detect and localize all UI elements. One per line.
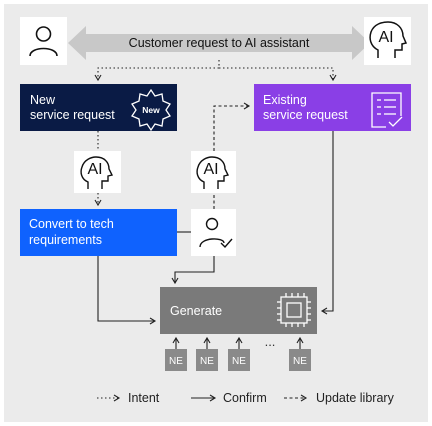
banner-label: Customer request to AI assistant (129, 36, 310, 50)
user-icon (20, 17, 67, 65)
ne-box: NE (196, 349, 218, 371)
generate-label: Generate (170, 304, 222, 318)
checklist-icon (371, 92, 403, 128)
legend-confirm: Confirm (223, 391, 267, 405)
ai-head-text: AI (203, 161, 218, 178)
intent-lines (94, 60, 337, 82)
new-service-request-box: New service request New (20, 84, 177, 132)
svg-text:NE: NE (169, 356, 183, 367)
convert-line1: Convert to tech (29, 217, 114, 231)
convert-line2: requirements (29, 233, 102, 247)
ai-head-icon: AI (191, 151, 236, 193)
existing-request-line2: service request (263, 108, 348, 122)
generate-box: Generate (160, 287, 317, 334)
svg-text:NE: NE (232, 356, 246, 367)
banner-arrow (68, 26, 370, 60)
legend: Intent Confirm Update library (97, 391, 395, 405)
new-badge-icon: New (131, 88, 171, 132)
legend-intent: Intent (128, 391, 160, 405)
new-badge-text: New (142, 105, 160, 115)
user-check-icon (191, 209, 236, 256)
chip-icon (277, 293, 311, 327)
existing-request-line1: Existing (263, 93, 307, 107)
ne-box: NE (228, 349, 250, 371)
convert-box: Convert to tech requirements (20, 209, 177, 256)
ne-box: NE (165, 349, 187, 371)
svg-text:NE: NE (200, 356, 214, 367)
existing-service-request-box: Existing service request (254, 84, 411, 131)
ai-text: AI (378, 29, 393, 46)
ai-assistant-icon: AI (364, 17, 411, 65)
ne-box: NE (289, 349, 311, 371)
legend-update-library: Update library (316, 391, 395, 405)
ne-row: NE NE NE ... NE (165, 334, 311, 371)
ai-head-text: AI (87, 161, 102, 178)
svg-text:NE: NE (293, 356, 307, 367)
connectors (94, 102, 334, 325)
ne-ellipsis: ... (265, 334, 276, 349)
new-request-line2: service request (30, 108, 115, 122)
new-request-line1: New (30, 93, 56, 107)
ai-head-icon: AI (74, 151, 121, 193)
